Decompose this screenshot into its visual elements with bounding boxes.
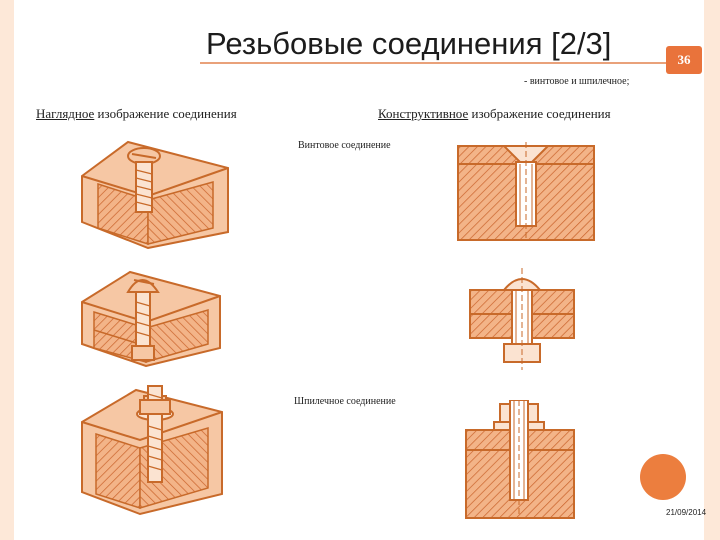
caption-screw-connection: Винтовое соединение	[298, 140, 391, 151]
left-column-heading: Наглядное изображение соединения	[36, 106, 237, 122]
pictorial-screw-countersunk	[81, 140, 229, 249]
slide-title: Резьбовые соединения [2/3]	[206, 26, 612, 61]
left-heading-underlined: Наглядное	[36, 106, 95, 121]
section-stud-connection	[465, 400, 575, 519]
right-heading-rest: изображение соединения	[468, 106, 611, 121]
slide-left-border	[0, 0, 14, 540]
section-screw-roundhead	[469, 268, 575, 370]
slide-date: 21/09/2014	[666, 508, 707, 517]
page-number-badge: 36	[666, 46, 702, 74]
decorative-circle	[640, 454, 686, 500]
pictorial-stud-connection	[81, 385, 223, 516]
slide-right-border	[704, 0, 720, 540]
section-screw-countersunk	[457, 142, 595, 241]
right-heading-underlined: Конструктивное	[378, 106, 469, 121]
slide-subtitle: - винтовое и шпилечное;	[524, 76, 630, 87]
left-heading-rest: изображение соединения	[94, 106, 237, 121]
caption-stud-connection: Шпилечное соединение	[294, 396, 396, 407]
title-underline	[200, 62, 680, 64]
right-column-heading: Конструктивное изображение соединения	[378, 106, 611, 122]
pictorial-screw-roundhead	[81, 270, 221, 367]
